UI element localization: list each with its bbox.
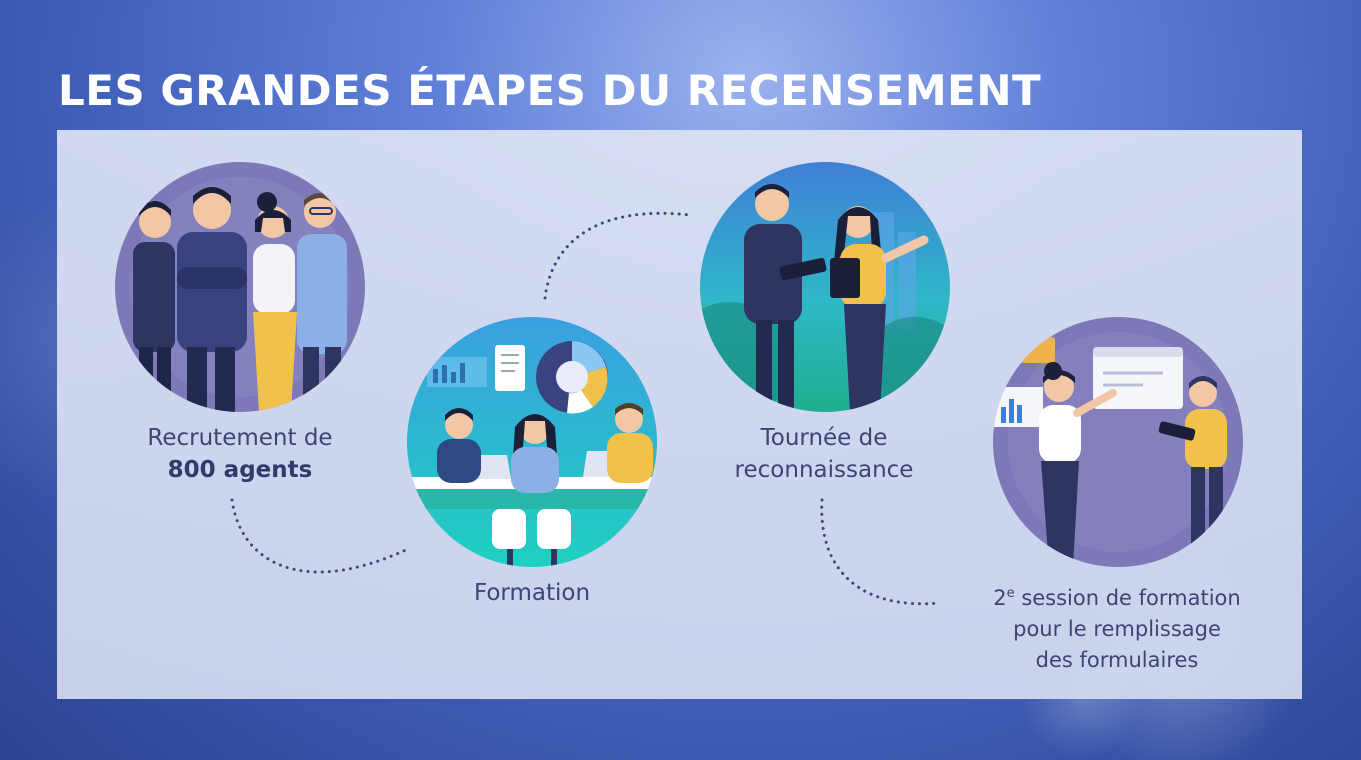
connector-2 bbox=[543, 211, 692, 300]
meeting-illustration bbox=[407, 317, 657, 567]
connector-3 bbox=[820, 498, 942, 606]
page-title: LES GRANDES ÉTAPES DU RECENSEMENT bbox=[58, 66, 1042, 115]
step-2-label: Formation bbox=[382, 577, 682, 609]
step-3-label: Tournée de reconnaissance bbox=[674, 422, 974, 486]
step-2-line1: Formation bbox=[473, 580, 591, 606]
step-4-label: 2e session de formation pour le rempliss… bbox=[952, 578, 1282, 676]
team-illustration bbox=[115, 162, 365, 412]
step-3-line2: reconnaissance bbox=[734, 457, 914, 483]
whiteboard-illustration bbox=[993, 317, 1243, 567]
step-1-line2: 800 agents bbox=[167, 457, 313, 483]
step-1-label: Recrutement de 800 agents bbox=[90, 422, 390, 486]
step-4-line1: 2e session de formation bbox=[993, 586, 1241, 610]
step-3-line1: Tournée de bbox=[760, 425, 888, 451]
step-1-line1: Recrutement de bbox=[147, 425, 333, 451]
step-4-line2: pour le remplissage bbox=[1013, 617, 1221, 641]
connector-1 bbox=[230, 498, 412, 574]
step-4-line3: des formulaires bbox=[1035, 648, 1199, 672]
survey-illustration bbox=[700, 162, 950, 412]
